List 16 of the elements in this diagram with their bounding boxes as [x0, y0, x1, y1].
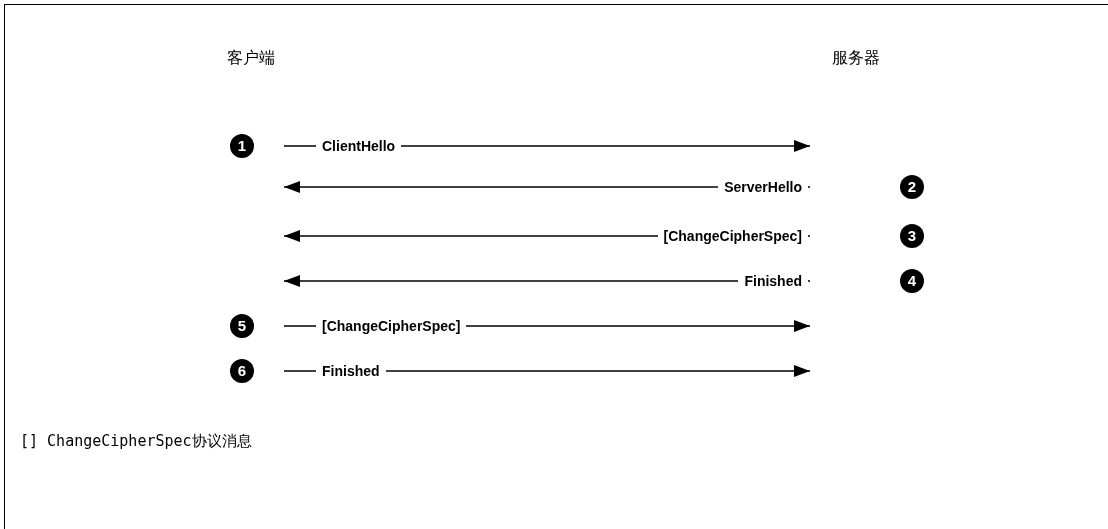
step-number: 4 [900, 269, 924, 293]
message-arrow [283, 365, 811, 377]
message-arrow [283, 275, 811, 287]
lifeline-heading: 服务器 [831, 48, 881, 69]
step-number: 3 [900, 224, 924, 248]
message-arrow [283, 181, 811, 193]
edge-label: Finished [738, 273, 808, 289]
edge-label: ServerHello [718, 179, 808, 195]
message-arrow [283, 140, 811, 152]
edge-label: [ChangeCipherSpec] [657, 228, 808, 244]
step-number: 2 [900, 175, 924, 199]
edge-label: Finished [316, 363, 386, 379]
edge-label: [ChangeCipherSpec] [316, 318, 467, 334]
lifeline-heading: 客户端 [226, 48, 276, 69]
footnote: [] ChangeCipherSpec协议消息 [20, 432, 252, 451]
edge-label: ClientHello [316, 138, 402, 154]
